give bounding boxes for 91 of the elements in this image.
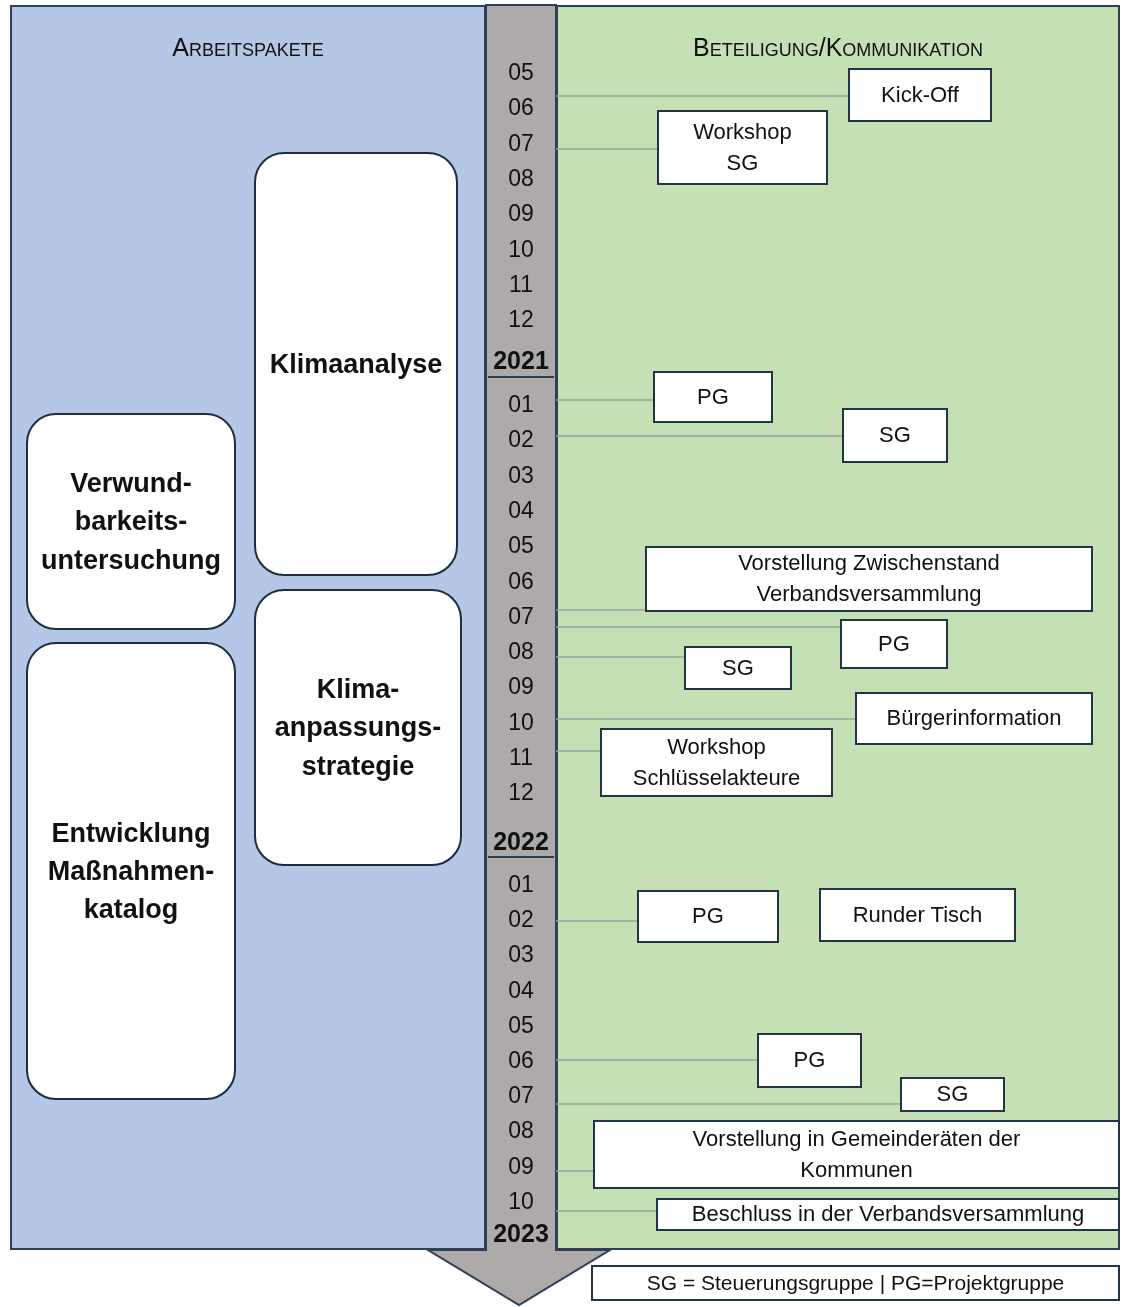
year-label: 2022 bbox=[492, 829, 550, 854]
participation-panel bbox=[556, 5, 1120, 1250]
connector-line bbox=[555, 656, 685, 658]
event-box bbox=[656, 1198, 1120, 1231]
month-label: 07 bbox=[507, 1084, 535, 1108]
connector-line bbox=[555, 750, 601, 752]
month-label: 02 bbox=[507, 908, 535, 932]
connector-line bbox=[555, 1210, 657, 1212]
month-label: 05 bbox=[507, 1013, 535, 1037]
month-label: 06 bbox=[507, 1049, 535, 1072]
work-package-title: Klimaanalyse bbox=[268, 347, 444, 381]
event-label: Workshop Schlüsselakteure bbox=[631, 732, 802, 792]
month-label: 01 bbox=[507, 873, 535, 896]
work-package-box bbox=[26, 642, 236, 1100]
event-box bbox=[840, 619, 948, 669]
event-label: Bürgerinformation bbox=[886, 704, 1062, 733]
event-box bbox=[848, 68, 992, 122]
year-label: 2021 bbox=[492, 348, 550, 373]
abbreviation-key: SG = Steuerungsgruppe | PG=Projektgruppe bbox=[646, 1271, 1065, 1295]
connector-line bbox=[555, 399, 654, 401]
event-box bbox=[842, 408, 948, 463]
month-label: 09 bbox=[507, 1154, 535, 1178]
month-label: 09 bbox=[507, 202, 535, 226]
event-box bbox=[600, 728, 833, 797]
event-label: Workshop SG bbox=[692, 117, 793, 177]
event-label: PG bbox=[878, 629, 910, 658]
event-box bbox=[657, 110, 828, 185]
event-box bbox=[593, 1120, 1120, 1189]
connector-line bbox=[555, 920, 638, 922]
connector-line bbox=[555, 626, 841, 628]
month-label: 08 bbox=[507, 640, 535, 664]
month-label: 06 bbox=[507, 569, 535, 593]
work-package-box bbox=[254, 589, 462, 866]
connector-line bbox=[555, 1170, 594, 1172]
connector-line bbox=[555, 148, 658, 150]
month-label: 11 bbox=[508, 272, 534, 296]
work-package-title: Klima- anpassungs- strategie bbox=[273, 673, 443, 783]
abbreviation-key-box bbox=[591, 1265, 1120, 1301]
month-label: 08 bbox=[507, 166, 535, 190]
month-label: 02 bbox=[507, 428, 535, 452]
connector-line bbox=[555, 95, 849, 97]
event-label: Vorstellung in Gemeinderäten der Kommunen bbox=[691, 1124, 1022, 1184]
work-package-title: Verwund- barkeits- untersuchung bbox=[40, 467, 222, 577]
connector-line bbox=[555, 718, 856, 720]
month-label: 07 bbox=[507, 604, 535, 628]
connector-line bbox=[555, 609, 646, 611]
event-label: SG bbox=[722, 653, 754, 682]
event-box bbox=[653, 371, 773, 423]
connector-line bbox=[555, 1059, 758, 1061]
event-label: Beschluss in der Verbandsversammlung bbox=[691, 1200, 1085, 1229]
work-package-box bbox=[26, 413, 236, 630]
event-label: Runder Tisch bbox=[852, 900, 983, 929]
event-box bbox=[855, 692, 1093, 745]
month-label: 10 bbox=[507, 1189, 535, 1213]
event-box bbox=[819, 888, 1016, 942]
month-label: 05 bbox=[507, 61, 535, 84]
event-box bbox=[900, 1077, 1005, 1112]
work-package-box bbox=[254, 152, 458, 576]
connector-line bbox=[555, 435, 843, 437]
month-label: 04 bbox=[507, 498, 535, 522]
event-label: PG bbox=[697, 382, 729, 411]
month-label: 06 bbox=[507, 96, 535, 120]
month-label: 08 bbox=[507, 1119, 535, 1143]
panel-heading: Beteiligung/Kommunikation bbox=[692, 33, 984, 62]
month-label: 05 bbox=[507, 534, 535, 558]
event-label: PG bbox=[793, 1046, 826, 1075]
month-label: 03 bbox=[507, 463, 535, 487]
month-label: 03 bbox=[507, 943, 535, 967]
month-label: 11 bbox=[508, 746, 534, 769]
event-label: SG bbox=[879, 421, 911, 450]
event-box bbox=[645, 546, 1093, 612]
work-package-panel bbox=[10, 5, 486, 1250]
panel-heading: Arbeitspakete bbox=[171, 33, 325, 62]
month-label: 10 bbox=[507, 237, 535, 261]
event-label: Vorstellung Zwischenstand Verbandsversammlung bbox=[737, 549, 1001, 608]
event-label: PG bbox=[692, 902, 724, 931]
event-box bbox=[757, 1033, 862, 1088]
month-label: 12 bbox=[507, 781, 535, 805]
year-label: 2023 bbox=[492, 1221, 550, 1246]
month-label: 07 bbox=[507, 131, 535, 155]
month-label: 10 bbox=[507, 710, 535, 734]
event-box bbox=[684, 646, 792, 690]
work-package-title: Entwicklung Maßnahmen- katalog bbox=[46, 816, 216, 927]
month-label: 09 bbox=[507, 675, 535, 699]
event-box bbox=[637, 890, 779, 943]
event-label: SG bbox=[936, 1080, 969, 1109]
month-label: 01 bbox=[507, 393, 535, 416]
month-label: 12 bbox=[507, 308, 535, 332]
month-label: 04 bbox=[507, 978, 535, 1002]
connector-line bbox=[555, 1103, 901, 1105]
event-label: Kick-Off bbox=[881, 80, 959, 109]
